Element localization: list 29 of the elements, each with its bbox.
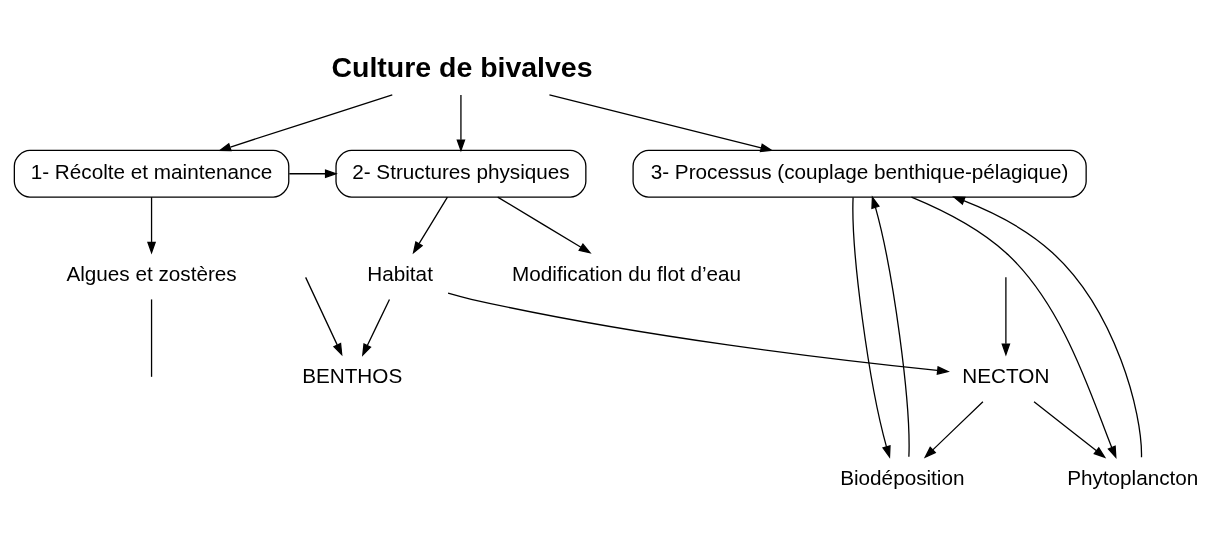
arrow (361, 298, 391, 357)
arrow (1001, 276, 1011, 357)
arrow (412, 196, 449, 255)
arrow (548, 94, 774, 153)
node-text: Culture de bivalves (331, 51, 593, 84)
node-box: 1- Récolte et maintenance (13, 149, 290, 198)
arrow (456, 94, 466, 153)
arrow (910, 196, 1117, 459)
arrow (447, 292, 950, 375)
node-box: 3- Processus (couplage benthique-pélagique) (632, 149, 1087, 198)
arrow (288, 169, 338, 179)
node-text: Modification du flot d’eau (512, 261, 742, 285)
arrow (497, 196, 592, 254)
arrow (852, 196, 891, 459)
node-text: Biodéposition (840, 466, 965, 490)
arrow (305, 276, 343, 357)
node-text: NECTON (962, 364, 1050, 388)
node-box: 2- Structures physiques (335, 149, 587, 198)
arrow (218, 94, 393, 152)
node-text: BENTHOS (302, 364, 403, 388)
arrow (1033, 401, 1107, 459)
arrow (147, 196, 157, 255)
arrow (952, 196, 1143, 458)
arrow (871, 195, 910, 458)
node-text: Phytoplancton (1067, 466, 1199, 490)
arrow (923, 401, 984, 459)
node-text: Habitat (367, 261, 433, 285)
node-text: Algues et zostères (66, 261, 237, 285)
connector (150, 298, 153, 378)
